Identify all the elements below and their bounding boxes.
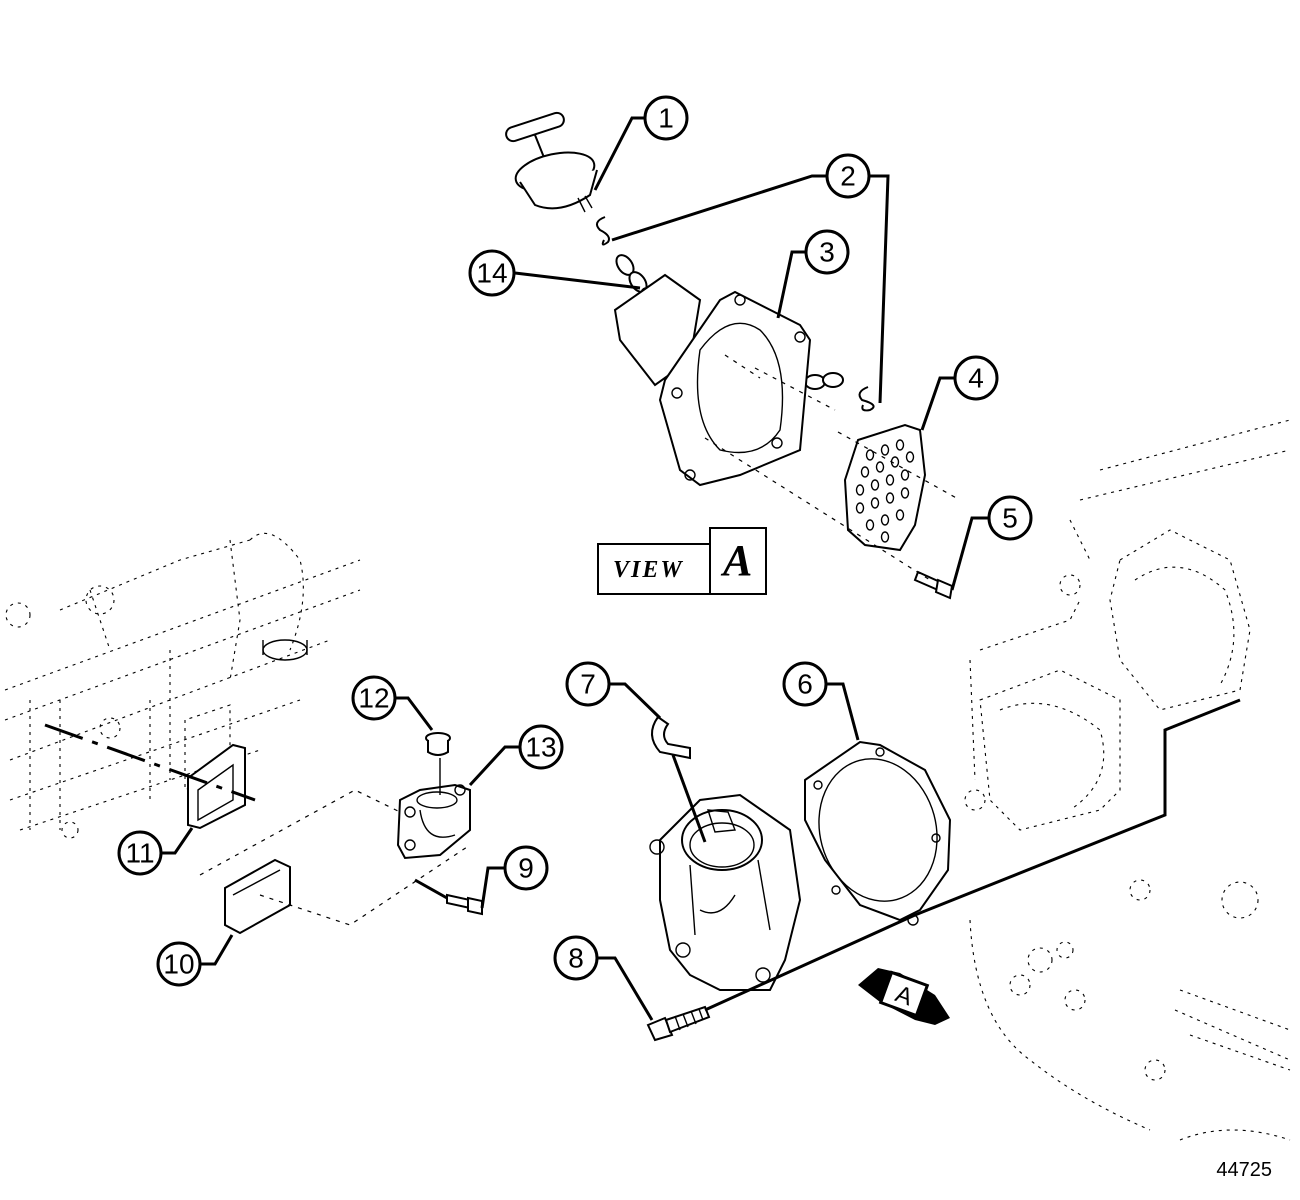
part-2-s-hook <box>595 216 875 412</box>
callout-9-circle <box>503 845 549 891</box>
callout-1-label: 1 <box>658 103 674 134</box>
callout-10-circle <box>156 941 202 987</box>
part-5-bolt <box>913 570 954 600</box>
callout-12-label: 12 <box>358 683 389 714</box>
part-8-bolt <box>646 1005 711 1042</box>
callout-7-label: 7 <box>580 669 596 700</box>
callout-5-label: 5 <box>1002 503 1018 534</box>
engine-block-left-phantom <box>4 532 361 839</box>
part-9-bolt <box>446 893 483 916</box>
callout-6-circle <box>782 661 828 707</box>
assembly-axes-left <box>44 723 471 926</box>
view-word: VIEW <box>613 557 684 583</box>
callout-3-label: 3 <box>819 237 835 268</box>
part-1-cap <box>505 111 598 213</box>
callout-1-circle <box>643 95 689 141</box>
engine-block-right-phantom <box>964 419 1291 1141</box>
part-7-clip <box>651 715 691 760</box>
callout-3-circle <box>804 229 850 275</box>
callout-14-label: 14 <box>476 258 507 289</box>
callout-14-circle <box>468 249 516 297</box>
callout-9-label: 9 <box>518 853 534 884</box>
assembly-axes-upper <box>704 354 961 581</box>
callout-12-circle <box>351 675 397 721</box>
callout-10-label: 10 <box>163 949 194 980</box>
strainer-holes <box>855 439 915 543</box>
part-10-cover-plate <box>224 858 291 935</box>
callout-13-label: 13 <box>525 732 556 763</box>
assembly-axes-lower <box>704 698 1241 1012</box>
callout-4-label: 4 <box>968 363 984 394</box>
view-direction-arrow: A <box>858 968 950 1025</box>
thermostat-housing <box>649 793 802 991</box>
part-13-adapter <box>396 783 471 860</box>
callout-7-circle <box>565 661 611 707</box>
figure-number: 44725 <box>1216 1159 1272 1181</box>
callout-8-label: 8 <box>568 943 584 974</box>
view-letter-box: A <box>709 527 767 595</box>
part-3-housing <box>613 273 812 487</box>
part-12-plug <box>425 732 451 795</box>
callout-4-circle <box>953 355 999 401</box>
view-word-box: VIEW <box>597 543 713 595</box>
part-6-gasket <box>804 740 952 926</box>
callouts: 1 2 3 14 4 5 7 6 8 <box>117 95 1033 1021</box>
callout-13-circle <box>518 724 564 770</box>
callout-6-label: 6 <box>797 669 813 700</box>
callout-8-circle <box>553 935 599 981</box>
callout-11-label: 11 <box>125 838 154 869</box>
view-letter: A <box>723 536 753 585</box>
callout-2-circle <box>825 153 871 199</box>
part-4-strainer-plate <box>843 423 927 552</box>
callout-5-circle <box>987 495 1033 541</box>
callout-2-label: 2 <box>840 161 856 192</box>
callout-11-circle <box>117 830 163 876</box>
